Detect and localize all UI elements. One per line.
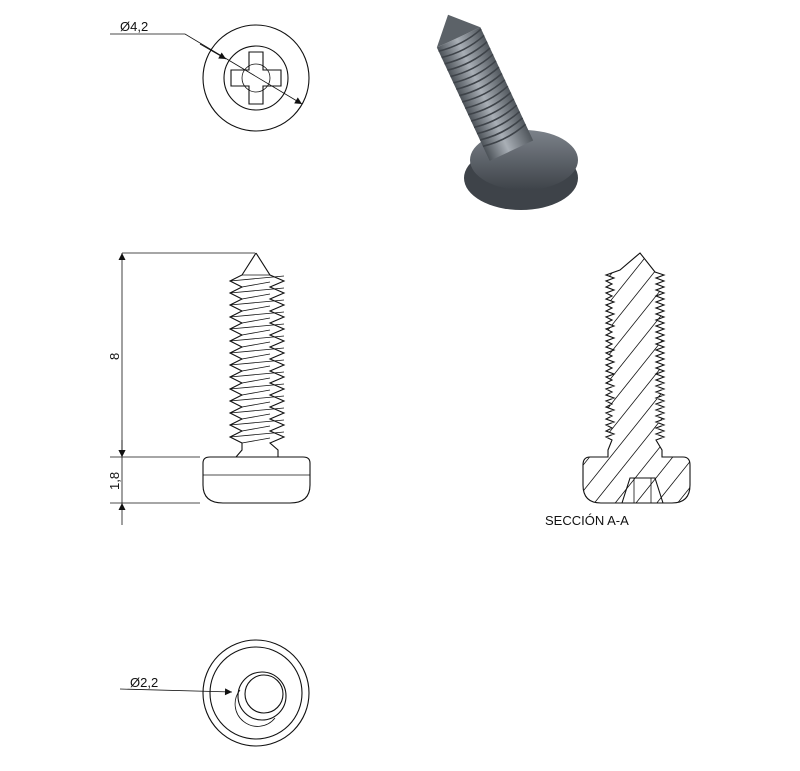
bottom-outer-circle — [202, 639, 310, 747]
hatch-line — [583, 475, 690, 503]
render-tip — [436, 14, 481, 48]
bottom-diameter-leader — [119, 688, 233, 696]
render-thread — [444, 41, 488, 65]
render-thread — [441, 34, 485, 59]
render-thread — [462, 79, 506, 103]
hatch-line — [583, 319, 690, 503]
hatch-line — [583, 293, 690, 495]
thread-left-edge — [228, 252, 257, 458]
render-thread — [438, 28, 482, 52]
head-outline — [202, 24, 310, 132]
hatch-line — [583, 501, 690, 503]
thread-root — [241, 341, 271, 348]
top-diameter-label: Ø4,2 — [120, 19, 148, 34]
thread-root — [241, 377, 271, 384]
section-outline — [582, 252, 691, 504]
thread-root — [241, 281, 271, 288]
hatch-line — [583, 253, 690, 443]
head-profile — [202, 456, 311, 504]
phillips-recess — [230, 51, 282, 105]
render-threads — [438, 28, 527, 148]
thread-root — [241, 305, 271, 312]
render-thread — [464, 85, 509, 110]
bottom-view: Ø2,2 — [119, 639, 310, 747]
hatch-line — [583, 253, 690, 261]
render-thread — [467, 91, 512, 116]
thread-profile — [228, 252, 286, 458]
hatch-line — [583, 253, 690, 417]
hatch-line — [583, 371, 690, 503]
bottom-head-circle — [209, 646, 303, 740]
thread-root — [241, 329, 271, 336]
hatch-line — [583, 345, 690, 503]
top-view: Ø4,2 — [110, 19, 310, 132]
render-thread — [473, 104, 518, 129]
thread-right-edge — [255, 252, 286, 457]
thread-root — [241, 389, 271, 396]
tip-circle — [244, 674, 284, 714]
section-hatching — [560, 253, 720, 754]
hatch-line — [583, 253, 690, 391]
shank-circle — [237, 671, 287, 721]
recess-center — [241, 63, 271, 93]
section-title: SECCIÓN A-A — [545, 513, 629, 528]
render-thread — [450, 53, 494, 78]
hatch-line — [560, 528, 720, 728]
length-label: 8 — [107, 353, 122, 360]
render-thread — [453, 60, 497, 84]
hatch-line — [583, 253, 690, 339]
screw-3d-render — [436, 14, 578, 210]
thread-root — [241, 401, 271, 408]
section-recess — [621, 477, 664, 504]
render-thread — [476, 110, 521, 135]
thread-start — [234, 689, 276, 727]
thread-root — [241, 353, 271, 360]
diameter-leader — [110, 33, 303, 105]
hatch-line — [583, 397, 690, 503]
render-thread — [459, 72, 503, 97]
thread-root — [241, 425, 271, 432]
head-height-label: 1,8 — [107, 472, 122, 490]
hatch-line — [583, 253, 690, 365]
hatch-line — [583, 253, 690, 287]
render-thread — [447, 47, 491, 71]
hatch-line — [583, 253, 690, 313]
thread-root — [241, 317, 271, 324]
front-view: 8 1,8 — [107, 252, 311, 525]
bottom-diameter-label: Ø2,2 — [130, 675, 158, 690]
render-thread — [470, 98, 515, 122]
hatch-line — [583, 267, 690, 469]
render-thread — [482, 123, 527, 148]
render-thread — [456, 66, 500, 91]
thread-root — [241, 293, 271, 300]
thread-root — [241, 413, 271, 420]
hatch-line — [560, 554, 720, 754]
head-inner-circle — [223, 45, 289, 111]
diameter-arrow — [199, 43, 227, 60]
render-thread — [479, 117, 524, 141]
thread-root — [241, 365, 271, 372]
hatch-line — [583, 449, 690, 503]
thread-root — [241, 437, 271, 444]
